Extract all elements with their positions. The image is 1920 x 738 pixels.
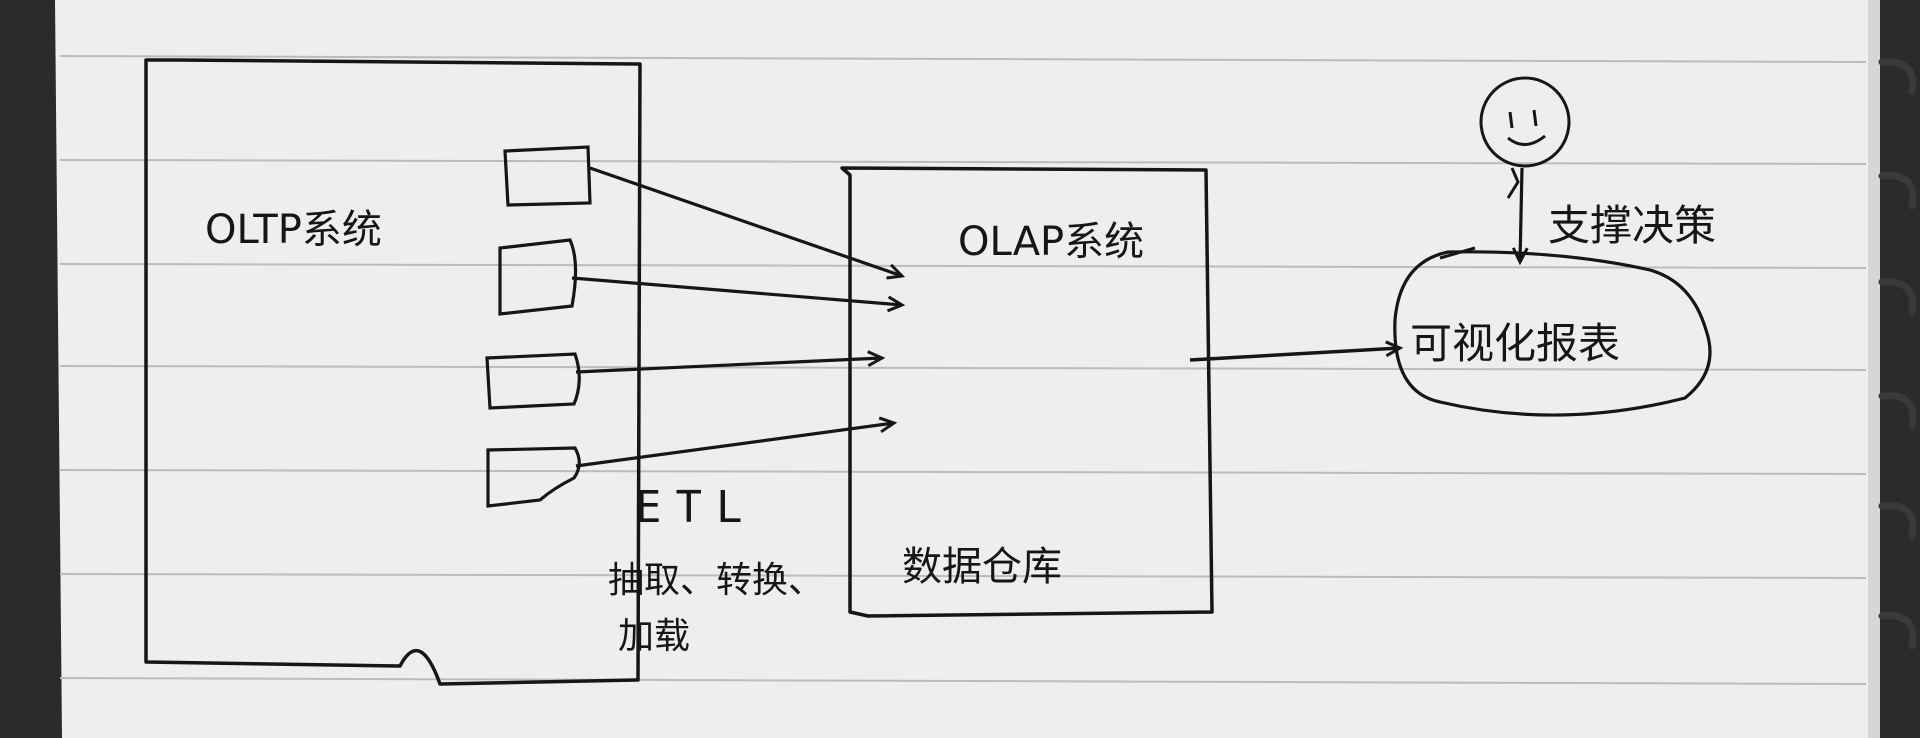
page-shadow-edge (1868, 0, 1880, 738)
oltp-system-box (144, 58, 642, 686)
etl-arrow-3 (575, 358, 882, 374)
warehouse-to-report-arrow (1189, 348, 1400, 362)
etl-description-line-2: 加载 (618, 616, 690, 657)
olap-system-box (840, 166, 1214, 618)
etl-description-line-1: 抽取、转换、 (608, 560, 824, 601)
olap-system-label: OLAP系统 (958, 219, 1144, 265)
ruled-lines (59, 55, 1867, 685)
report-arrow-tail (1439, 246, 1476, 260)
oltp-system-label: OLTP系统 (205, 207, 382, 253)
spiral-ring-icon (1878, 58, 1917, 650)
data-warehouse-label: 数据仓库 (902, 544, 1062, 590)
decision-support-arrow (1520, 167, 1522, 262)
source-table-2 (498, 238, 578, 316)
etl-label: ETL (635, 482, 756, 533)
smiley-person-icon (1479, 76, 1571, 199)
source-table-1 (503, 145, 592, 207)
visual-report-label: 可视化报表 (1410, 319, 1620, 368)
etl-arrow-4 (575, 423, 894, 468)
etl-arrow-2 (571, 276, 902, 305)
source-table-3 (485, 352, 581, 410)
decision-support-label: 支撑决策 (1548, 201, 1716, 250)
source-table-4 (486, 446, 581, 508)
visual-report-ellipse (1393, 250, 1712, 417)
